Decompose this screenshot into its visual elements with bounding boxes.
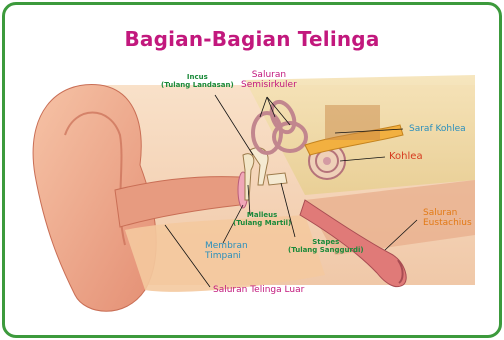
malleus-sub: (Tulang Martil)	[233, 219, 291, 227]
label-incus: Incus (Tulang Landasan)	[161, 73, 234, 89]
incus-name: Incus	[161, 73, 234, 81]
label-malleus: Malleus (Tulang Martil)	[233, 211, 291, 227]
label-cochlea: Kohlea	[389, 151, 423, 163]
malleus-name: Malleus	[233, 211, 291, 219]
stapes-sub: (Tulang Sanggurdi)	[288, 246, 364, 254]
tympanic-name-2: Timpani	[205, 251, 248, 261]
label-eustachian: Saluran Eustachius	[423, 208, 472, 229]
nerve-tissue	[325, 105, 380, 140]
label-stapes: Stapes (Tulang Sanggurdi)	[288, 238, 364, 254]
stapes-name: Stapes	[288, 238, 364, 246]
semicircular-name-2: Semisirkuler	[241, 80, 297, 90]
tympanic-name: Membran	[205, 241, 248, 251]
incus-sub: (Tulang Landasan)	[161, 81, 234, 89]
stapes-bone	[267, 173, 287, 185]
eustachian-name: Saluran	[423, 208, 472, 218]
label-cochlear-nerve: Saraf Kohlea	[409, 124, 466, 134]
label-semicircular: Saluran Semisirkuler	[241, 70, 297, 91]
cochlea-center	[323, 157, 331, 165]
eustachian-name-2: Eustachius	[423, 218, 472, 228]
label-tympanic: Membran Timpani	[205, 241, 248, 262]
label-ear-canal: Saluran Telinga Luar	[213, 285, 304, 295]
semicircular-name: Saluran	[241, 70, 297, 80]
